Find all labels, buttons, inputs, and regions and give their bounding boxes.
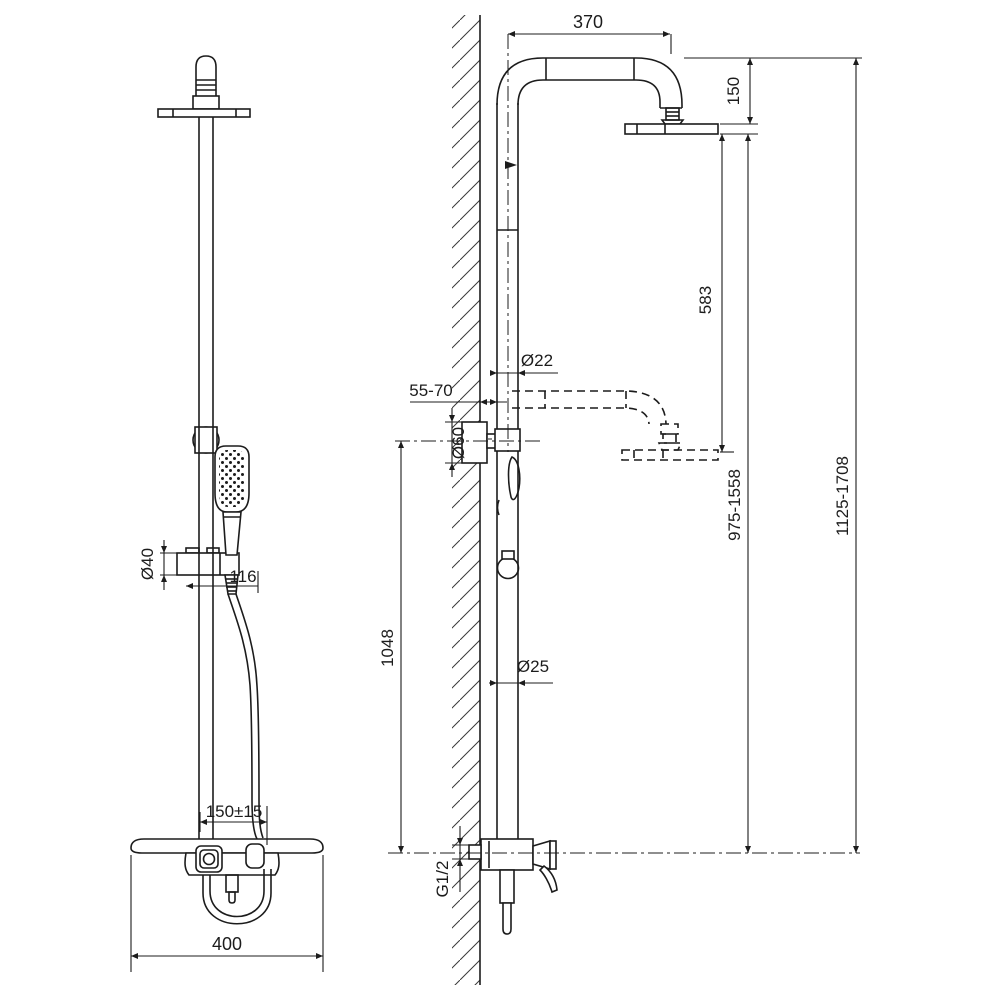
mixer-front — [130, 838, 324, 904]
dim-column-height-range: 975-1558 — [725, 469, 744, 541]
dim-head-drop: 150 — [724, 77, 743, 105]
mixer-lever-side — [538, 864, 558, 894]
shower-hose-front — [227, 593, 264, 840]
riser-pipe-side — [496, 103, 519, 839]
dim-hose-offset: 116 — [229, 567, 256, 586]
side-view-dimensions — [398, 31, 862, 892]
hose-loop-front — [202, 869, 272, 925]
dim-lower-pipe-diameter: Ø25 — [517, 657, 549, 676]
dim-inlet-spacing: 150±15 — [206, 802, 263, 821]
slider-knob-side — [496, 550, 520, 580]
dim-wall-distance: 55-70 — [409, 381, 452, 400]
overhead-shower-side — [624, 123, 719, 135]
dim-wall-bracket-diameter: Ø60 — [449, 427, 468, 459]
dim-body-width: 400 — [212, 934, 242, 954]
front-view-dimensions — [130, 540, 324, 972]
overhead-shower-front — [157, 108, 251, 118]
hand-shower-holder-front — [176, 552, 240, 576]
riser-pipe-front — [198, 117, 214, 839]
dim-overall-height-range: 1125-1708 — [833, 456, 852, 536]
diverter-knob — [195, 845, 223, 873]
dim-upper-pipe-diameter: Ø22 — [521, 351, 553, 370]
front-view — [130, 55, 324, 925]
centerlines — [388, 34, 860, 854]
hand-shower-front — [214, 445, 250, 556]
shower-arm — [496, 57, 685, 125]
dim-holder-diameter: Ø40 — [138, 548, 157, 580]
dim-head-height-adjust: 583 — [696, 286, 715, 314]
mixer-side — [468, 838, 558, 935]
dim-inlet-thread: G1/2 — [433, 861, 452, 898]
arm-lowered-position — [512, 390, 719, 461]
hand-shower-side — [496, 456, 521, 516]
slide-arrow — [505, 161, 517, 169]
dim-arm-reach: 370 — [573, 12, 603, 32]
wall-bracket-side — [461, 421, 488, 464]
side-view — [388, 15, 860, 985]
dim-bracket-height: 1048 — [378, 629, 397, 667]
wall — [452, 15, 481, 985]
top-connector — [192, 55, 220, 110]
mixer-lever-front — [245, 843, 265, 869]
